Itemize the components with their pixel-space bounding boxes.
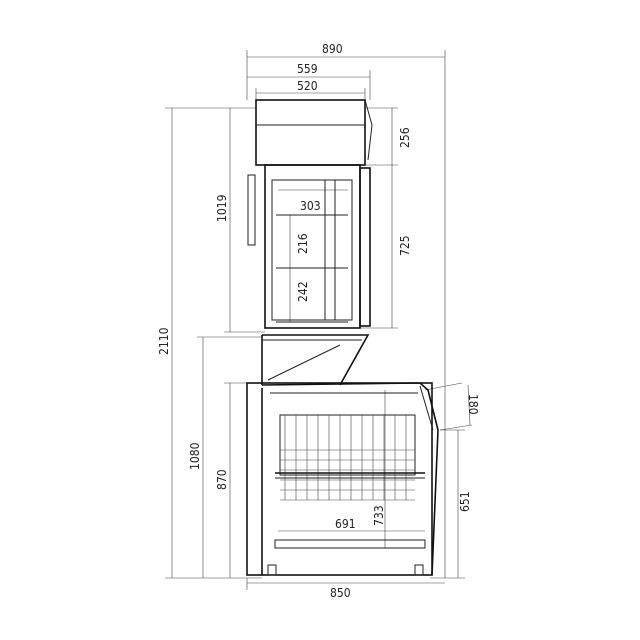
dim-overall-width: 890: [322, 42, 343, 56]
dim-top-unit-depth: 559: [297, 62, 318, 76]
dimension-labels: 890 559 520 2110 1019 1080 870 256 725 3…: [157, 42, 480, 600]
dim-shelf-depth: 303: [300, 199, 321, 213]
chest-freezer-unit: [246, 382, 439, 576]
dim-overall-height: 2110: [157, 327, 171, 355]
dim-top-canopy-height: 256: [398, 127, 412, 148]
dim-top-door-height: 725: [398, 235, 412, 256]
top-display-unit: [247, 99, 373, 329]
stand: [261, 334, 370, 386]
dim-base-unit-height: 1080: [188, 442, 202, 470]
dim-front-height: 651: [458, 491, 472, 512]
dim-top-unit-height: 1019: [215, 194, 229, 222]
dim-base-cabinet-height: 870: [215, 469, 229, 490]
dim-shelf-spacing-lower: 242: [296, 281, 310, 302]
dim-top-unit-inner: 520: [297, 79, 318, 93]
dim-shelf-spacing-upper: 216: [296, 233, 310, 254]
dim-base-width: 850: [330, 586, 351, 600]
dimension-lines: [165, 50, 473, 590]
dim-basket-width: 691: [335, 517, 356, 531]
dim-inner-height: 733: [372, 505, 386, 526]
dim-lid-height: 180: [466, 394, 480, 415]
